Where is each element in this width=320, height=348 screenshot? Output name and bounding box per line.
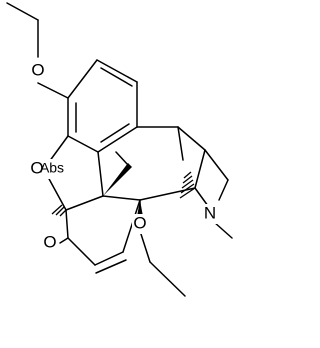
bond-methoxy-methyl xyxy=(6,2,39,21)
bond-n-bridge-1 xyxy=(177,126,184,161)
bond-n-bridge-2 xyxy=(194,187,209,207)
bond-aromatic-1 xyxy=(37,82,69,99)
bond-enone-2 xyxy=(67,237,96,266)
bond-aromatic-2 xyxy=(67,59,98,99)
bond-aromatic-5 xyxy=(97,126,138,153)
atom-oxygen-ketone: O xyxy=(43,232,56,251)
bond-ring-o-left xyxy=(48,135,69,163)
atom-nitrogen: N xyxy=(204,203,216,222)
atom-label-fragment: Abs xyxy=(40,160,64,176)
bond-enone-3-inner xyxy=(95,259,127,274)
bond-aromatic-6 xyxy=(67,135,99,153)
atom-oxygen-ethoxy: O xyxy=(133,213,146,232)
bond-central-3 xyxy=(102,195,141,201)
bond-n-bridge-4 xyxy=(204,149,229,181)
hashed-bond-h-right xyxy=(179,171,196,199)
bond-aromatic-3-inner xyxy=(100,67,133,87)
bond-n-bridge-3 xyxy=(213,221,233,239)
bond-enone-3 xyxy=(94,251,124,266)
bond-ethoxy-2 xyxy=(149,261,186,297)
bond-aromatic-3 xyxy=(96,59,138,83)
wedge-bond-quaternary xyxy=(103,163,132,196)
hashed-bond-h-left xyxy=(51,204,67,217)
chemical-structure-diagram: O O Abs O N O xyxy=(6,2,233,297)
bond-aromatic-5-inner xyxy=(100,123,130,143)
bond-ring-o-right xyxy=(47,176,67,211)
bond-carbonyl xyxy=(59,237,69,244)
atom-oxygen-methoxy: O xyxy=(31,60,44,79)
bond-central-2 xyxy=(65,195,104,211)
bond-ethyl-carbon xyxy=(115,151,129,166)
bond-enone-1 xyxy=(65,209,69,239)
bond-ethoxy-1 xyxy=(139,230,151,263)
bond-central-5 xyxy=(177,126,206,151)
bond-enone-4 xyxy=(122,199,141,253)
bond-central-6 xyxy=(194,149,206,189)
bond-central-1 xyxy=(97,151,104,197)
bond-n-bridge-5 xyxy=(218,179,229,201)
atom-oxygen-ether-ring: O xyxy=(30,158,43,177)
